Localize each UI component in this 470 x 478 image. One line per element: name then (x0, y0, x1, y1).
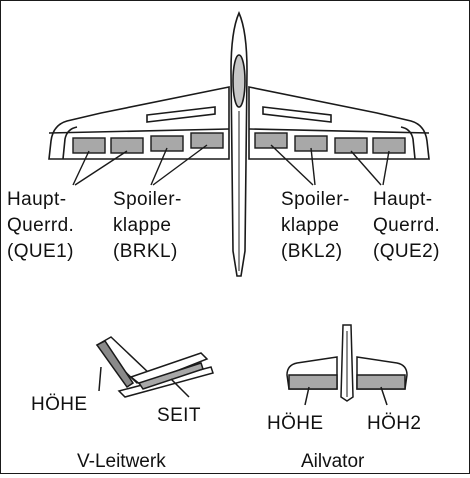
svg-text:(BKL2): (BKL2) (281, 241, 343, 262)
ailvator-elevator-left-label: HÖHE (267, 413, 324, 434)
label-left-aileron: Haupt- Querrd. (QUE1) (7, 189, 74, 262)
label-right-spoiler: Spoiler- klappe (BKL2) (281, 189, 350, 262)
ailvator-caption: Ailvator (301, 451, 365, 472)
vtail-elevator-surface (95, 340, 135, 389)
left-spoiler-outer (150, 135, 184, 152)
svg-text:(QUE2): (QUE2) (373, 241, 440, 262)
svg-text:Spoiler-: Spoiler- (281, 189, 350, 210)
vtail-elevator-label: HÖHE (31, 394, 88, 415)
svg-text:Haupt-: Haupt- (7, 189, 66, 210)
ailvator-drawing (286, 324, 408, 406)
ailvator-elevator-right-label: HÖH2 (367, 413, 421, 434)
right-spoiler-inner (254, 132, 288, 149)
svg-text:klappe: klappe (281, 215, 339, 236)
ailvator-elevator-right (356, 374, 406, 390)
svg-text:Haupt-: Haupt- (373, 189, 432, 210)
left-aileron-inner (110, 137, 144, 154)
left-wing-slot (146, 106, 216, 123)
svg-text:(QUE1): (QUE1) (7, 241, 74, 262)
right-wing-slot (262, 106, 332, 123)
label-right-aileron: Haupt- Querrd. (QUE2) (373, 189, 440, 262)
svg-text:klappe: klappe (113, 215, 171, 236)
vtail-caption: V-Leitwerk (77, 451, 166, 472)
canopy (232, 54, 246, 108)
ailvator-elevator-left (288, 374, 338, 390)
leader-lines (72, 144, 390, 186)
vtail-rudder-label: SEIT (157, 405, 201, 426)
vtail-rudder-surface (137, 362, 204, 390)
label-left-spoiler: Spoiler- klappe (BRKL) (113, 189, 182, 262)
left-aileron-outer (72, 137, 106, 154)
right-aileron-inner (334, 137, 368, 154)
svg-text:Querrd.: Querrd. (7, 215, 74, 236)
svg-text:Querrd.: Querrd. (373, 215, 440, 236)
control-surfaces (72, 132, 406, 154)
vtail-fin-right (129, 352, 209, 386)
svg-text:(BRKL): (BRKL) (113, 241, 178, 262)
svg-text:Spoiler-: Spoiler- (113, 189, 182, 210)
vtail-drawing (95, 336, 214, 398)
right-aileron-outer (372, 137, 406, 154)
left-spoiler-inner (190, 132, 224, 149)
fuselage (230, 11, 248, 277)
